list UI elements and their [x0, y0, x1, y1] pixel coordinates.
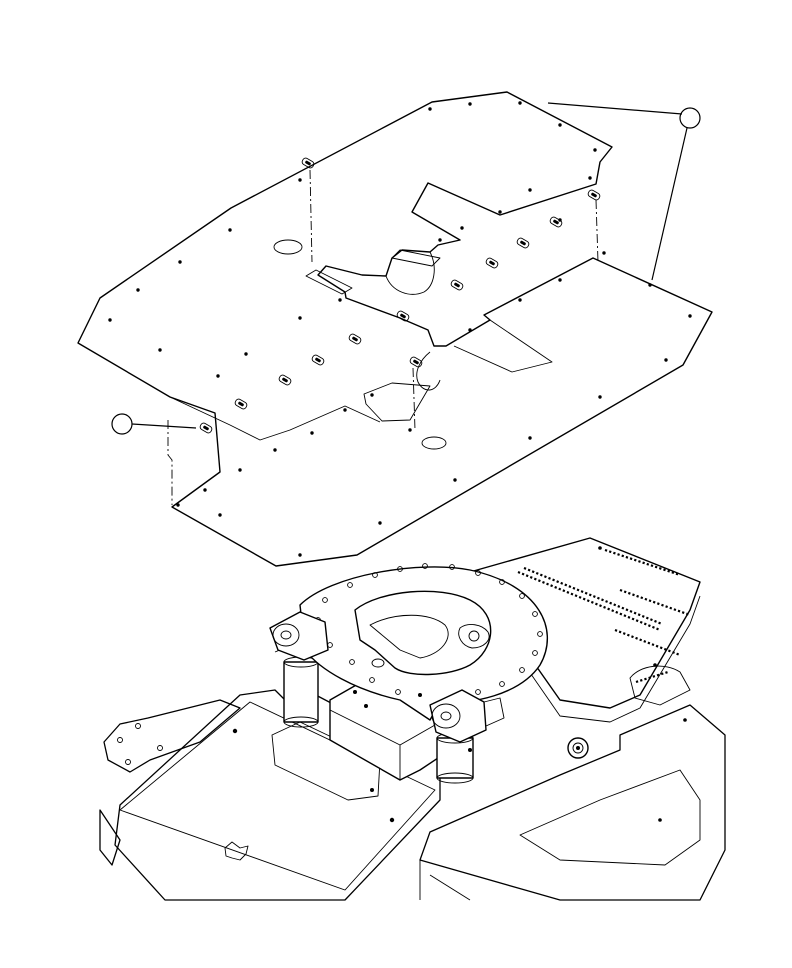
right-support-column [436, 737, 474, 779]
callout-1-bubble [679, 107, 701, 129]
callout-2-bubble [111, 413, 133, 435]
left-support-column [283, 661, 319, 723]
plate-hole-lower [421, 436, 447, 450]
left-mount-bracket [103, 699, 241, 773]
right-frame-rail [419, 704, 726, 901]
left-pivot-pin [272, 623, 300, 647]
left-wall-cross-mark [224, 841, 249, 861]
deck-hatch-marks [517, 548, 691, 657]
plate-hole-upper [273, 239, 303, 255]
right-pivot-arm [429, 689, 487, 743]
coupler-center-hole [371, 658, 385, 668]
right-pivot-pin [431, 703, 461, 729]
right-rear-component [629, 665, 691, 706]
right-frame-inner [519, 769, 701, 866]
plate-center-notch [385, 251, 435, 295]
plate-step-line-2 [363, 382, 431, 422]
right-frame-lower [419, 860, 471, 901]
side-hub [567, 737, 589, 759]
plate-step-line-1 [453, 319, 553, 373]
plate-slotted-nuts [199, 157, 601, 434]
fifth-wheel-coupler [269, 563, 691, 784]
coupler-lock-jaw [458, 624, 490, 649]
floor-plate-assembly [77, 91, 713, 567]
pivot-axle-stub [483, 697, 505, 727]
bracket-bolts [117, 723, 163, 765]
callout-1 [547, 102, 701, 281]
plate-tab-left [305, 269, 353, 295]
left-frame-edge [99, 809, 121, 866]
floor-plate-outline [77, 91, 713, 567]
alignment-lines [167, 169, 599, 505]
plate-lower-notch [416, 351, 441, 391]
coupler-throat-inner [369, 614, 449, 659]
base-bolts [353, 690, 472, 752]
callout-2 [111, 413, 197, 435]
plate-tab-right [391, 249, 441, 267]
deck-rear-plate [469, 537, 701, 709]
plate-step-line-3 [169, 396, 381, 441]
callout-2-leader [131, 423, 197, 429]
coupler-throat [354, 590, 492, 676]
callout-1-leader [547, 102, 688, 281]
plate-screw-holes [108, 101, 692, 557]
left-side-wall-top [119, 701, 436, 891]
